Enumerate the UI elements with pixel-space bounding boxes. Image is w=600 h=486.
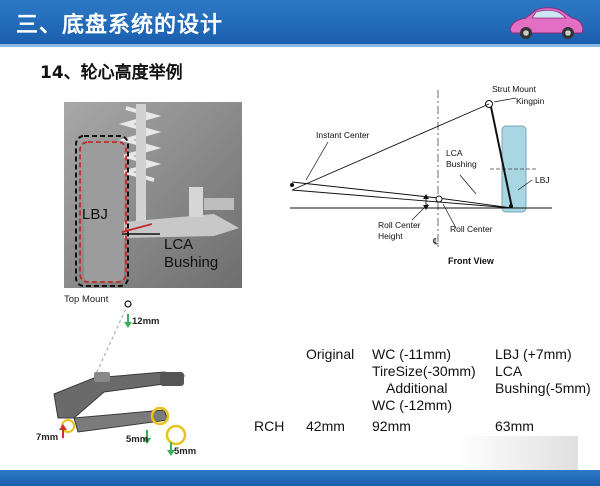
col-lbj-header-3: Bushing(-5mm) [495, 380, 591, 396]
displacement-7mm: 7mm [36, 432, 59, 443]
strut-photo-image [64, 102, 242, 288]
roll-center-label: Roll Center [450, 224, 493, 234]
instant-center-line-upper [291, 103, 490, 191]
strut-photo: LBJ LCA Bushing [64, 102, 242, 288]
photo-lca-label: LCA [164, 236, 194, 253]
lbj-leader [517, 179, 533, 191]
col-original-header: Original [306, 346, 355, 362]
instant-center-point [290, 183, 294, 187]
kingpin-label: Kingpin [516, 96, 545, 106]
rch-lbj-value: 63mm [495, 418, 534, 434]
lbj-label: LBJ [535, 175, 550, 185]
col-wc-header-3: Additional [386, 380, 448, 396]
front-view-diagram: Strut Mount Kingpin Instant Center LCA B… [290, 84, 552, 266]
rch-original-value: 42mm [306, 418, 345, 434]
rc-line [437, 197, 513, 209]
instant-center-label: Instant Center [316, 130, 370, 140]
lca-leader [459, 174, 477, 195]
lca-line [291, 189, 513, 209]
col-wc-header-4: WC (-12mm) [372, 397, 453, 413]
col-wc-header-1: WC (-11mm) [372, 346, 452, 362]
instant-center-leader [305, 141, 329, 181]
roll-center-leader [442, 203, 457, 229]
top-mount-point [124, 300, 132, 308]
col-wc-header-2: TireSize(-30mm) [372, 363, 476, 379]
photo-lbj-label: LBJ [82, 206, 108, 223]
front-view-caption: Front View [448, 256, 495, 266]
car-logo-icon [509, 7, 584, 39]
title-underline [0, 44, 600, 47]
lbj-point [509, 204, 513, 208]
down-arrow-icon [143, 430, 151, 444]
roll-center-height-label-1: Roll Center [378, 220, 421, 230]
suspension-drawing [53, 300, 187, 456]
rch-wc-value: 92mm [372, 418, 411, 434]
kingpin-axis [489, 101, 513, 209]
lca-bushing-point [435, 195, 443, 203]
rch-leader [411, 203, 429, 221]
down-arrow-icon [124, 314, 132, 328]
col-lbj-header-1: LBJ (+7mm) [495, 346, 572, 362]
top-mount-label: Top Mount [64, 294, 109, 305]
lca-label: LCA [446, 148, 463, 158]
down-arrow-icon [167, 442, 175, 456]
watermark-overlay [458, 436, 578, 470]
section-subtitle: 14、轮心高度举例 [40, 63, 183, 83]
ic-line-lower [291, 181, 439, 199]
strut-mount-label: Strut Mount [492, 84, 537, 94]
bushing-ring-front [150, 406, 170, 426]
kingpin-leader [493, 97, 517, 103]
displacement-12mm: 12mm [132, 316, 160, 327]
up-arrow-icon [59, 424, 67, 438]
photo-bushing-label: Bushing [164, 254, 219, 271]
suspension-render: Top Mount 12mm 7mm 5mm 5mm [34, 292, 234, 469]
displacement-5mm-front: 5mm [126, 434, 149, 445]
title-bar: 三、底盘系统的设计 [0, 0, 600, 44]
col-lbj-header-2: LCA [495, 363, 523, 379]
displacement-5mm-rear: 5mm [174, 446, 197, 457]
bushing-ring-rear [165, 424, 187, 446]
page-title: 三、底盘系统的设计 [16, 13, 224, 38]
footer-bar [0, 470, 600, 486]
centerline-symbol: ℄ [432, 236, 439, 246]
lca-bushing-label: Bushing [446, 159, 477, 169]
roll-center-height-label-2: Height [378, 231, 403, 241]
row-rch-label: RCH [254, 418, 285, 434]
